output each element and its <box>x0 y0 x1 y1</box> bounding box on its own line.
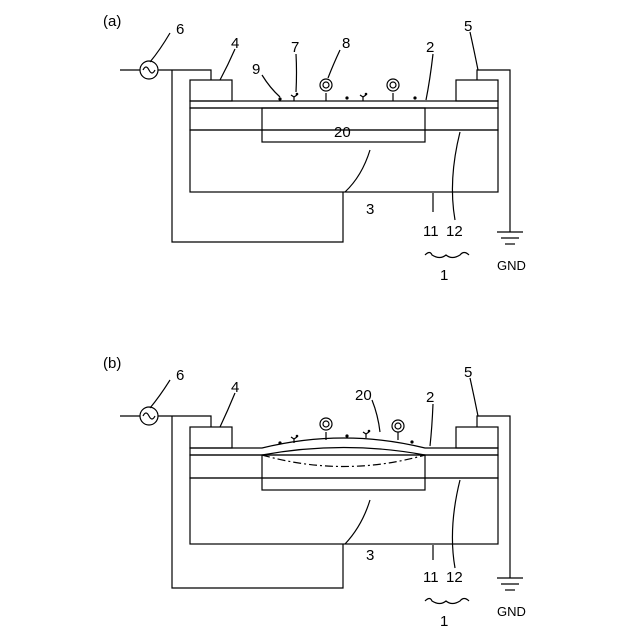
cavity-20 <box>262 455 425 490</box>
ground-label: GND <box>497 604 526 619</box>
ac-source-symbol <box>143 67 155 73</box>
particles <box>278 79 416 101</box>
label-1: 1 <box>440 267 448 284</box>
label-12: 12 <box>446 223 463 240</box>
wire-to-substrate <box>172 70 343 242</box>
wire-to-ground <box>477 416 510 578</box>
ac-source-symbol <box>143 413 155 419</box>
panel-a: (a) GND <box>103 13 526 284</box>
electrode-5 <box>456 80 498 101</box>
membrane-2 <box>190 101 498 108</box>
label-6: 6 <box>176 367 184 384</box>
particle-7 <box>291 95 297 101</box>
label-5: 5 <box>464 18 472 35</box>
wire-to-substrate <box>172 416 343 588</box>
label-7: 7 <box>291 39 299 56</box>
label-9: 9 <box>252 61 260 78</box>
wire-to-ground <box>477 70 510 232</box>
label-4: 4 <box>231 35 239 52</box>
panel-b-label: (b) <box>103 355 121 372</box>
electrode-5 <box>456 427 498 448</box>
wire-to-electrode-4 <box>158 70 211 80</box>
label-3: 3 <box>366 201 374 218</box>
label-6: 6 <box>176 21 184 38</box>
membrane-deflection <box>262 455 425 467</box>
label-8: 8 <box>342 35 350 52</box>
label-2: 2 <box>426 389 434 406</box>
substrate-lower-layer <box>190 478 498 544</box>
brace-1 <box>425 599 469 604</box>
panel-b: (b) GND <box>103 355 526 630</box>
electrode-4 <box>190 80 232 101</box>
label-20: 20 <box>334 124 351 141</box>
label-20: 20 <box>355 387 372 404</box>
wire-to-electrode-4 <box>158 416 211 427</box>
panel-a-label: (a) <box>103 13 121 30</box>
label-1: 1 <box>440 613 448 630</box>
label-3: 3 <box>366 547 374 564</box>
label-5: 5 <box>464 364 472 381</box>
label-12: 12 <box>446 569 463 586</box>
label-11: 11 <box>423 223 439 240</box>
particle-8 <box>320 79 332 91</box>
electrode-4 <box>190 427 232 448</box>
label-2: 2 <box>426 39 434 56</box>
membrane-2 <box>190 438 498 455</box>
ground-label: GND <box>497 258 526 273</box>
brace-1 <box>425 253 469 258</box>
label-4: 4 <box>231 379 239 396</box>
label-11: 11 <box>423 569 439 586</box>
